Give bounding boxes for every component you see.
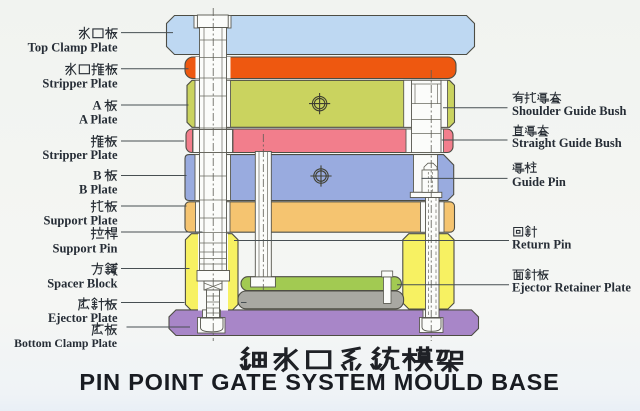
svg-text:Guide Pin: Guide Pin	[512, 175, 566, 189]
svg-text:Ejector Plate: Ejector Plate	[48, 311, 118, 325]
svg-text:Support Plate: Support Plate	[44, 214, 118, 228]
svg-text:Stripper Plate: Stripper Plate	[42, 148, 118, 162]
svg-text:Support Pin: Support Pin	[53, 242, 118, 256]
svg-text:Return Pin: Return Pin	[512, 238, 571, 252]
svg-text:Bottom Clamp Plate: Bottom Clamp Plate	[14, 336, 117, 350]
svg-text:B: B	[93, 169, 101, 183]
svg-text:Stripper Plate: Stripper Plate	[42, 77, 118, 91]
svg-text:Top Clamp Plate: Top Clamp Plate	[28, 41, 118, 55]
svg-text:PIN POINT GATE SYSTEM MOULD BA: PIN POINT GATE SYSTEM MOULD BASE	[79, 369, 559, 395]
svg-text:A: A	[92, 99, 101, 113]
svg-text:Shoulder Guide Bush: Shoulder Guide Bush	[512, 104, 626, 118]
svg-text:A Plate: A Plate	[79, 113, 118, 127]
svg-text:Ejector Retainer Plate: Ejector Retainer Plate	[512, 281, 631, 295]
svg-text:B Plate: B Plate	[79, 183, 118, 197]
svg-text:Straight Guide Bush: Straight Guide Bush	[512, 136, 622, 150]
svg-text:Spacer Block: Spacer Block	[47, 277, 117, 291]
